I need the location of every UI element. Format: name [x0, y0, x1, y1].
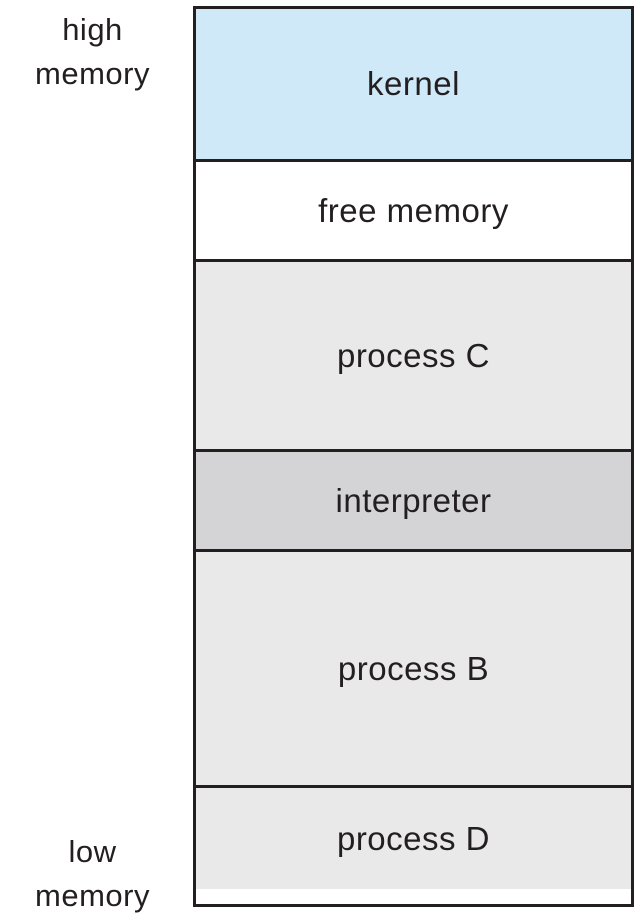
memory-block-interpreter: interpreter	[196, 449, 631, 549]
memory-block-free-memory: free memory	[196, 159, 631, 259]
high-memory-label-line1: high	[62, 12, 123, 47]
memory-block-label: kernel	[367, 65, 460, 102]
low-memory-label-line2: memory	[35, 878, 150, 913]
memory-block-label: interpreter	[335, 481, 492, 519]
memory-block-process-c: process C	[196, 259, 631, 449]
low-memory-label-line1: low	[68, 834, 117, 869]
high-memory-label: high memory	[0, 8, 185, 96]
memory-block-process-d: process D	[196, 785, 631, 889]
memory-column: kernel free memory process C interpreter…	[193, 6, 634, 907]
memory-block-label: process D	[336, 819, 491, 857]
high-memory-label-line2: memory	[35, 56, 150, 91]
memory-block-label: process B	[337, 649, 490, 687]
memory-block-label: process C	[336, 336, 491, 374]
memory-block-process-b: process B	[196, 549, 631, 785]
low-memory-label: low memory	[0, 830, 185, 918]
memory-block-kernel: kernel	[196, 9, 631, 159]
memory-block-label: free memory	[318, 191, 509, 229]
